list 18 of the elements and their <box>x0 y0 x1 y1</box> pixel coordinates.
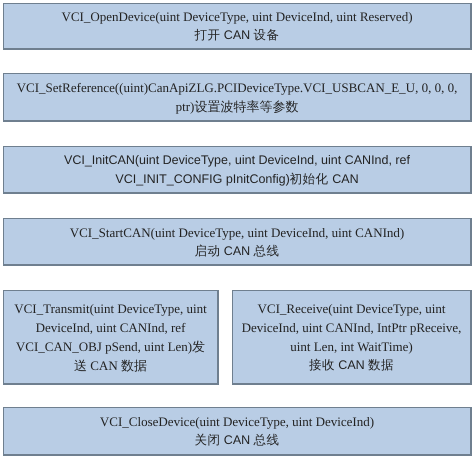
function-signature: VCI_CloseDevice(uint DeviceType, uint DeviceInd) <box>100 413 374 431</box>
function-signature: VCI_Transmit(uint DeviceType, uint DeviceInd, uint CANInd, ref VCI_CAN_OBJ pSend, uint Len)发送 CAN 数据 <box>13 300 208 375</box>
function-signature: VCI_OpenDevice(uint DeviceType, uint DeviceInd, uint Reserved) <box>61 8 413 26</box>
function-box <box>3 218 472 266</box>
function-description: 启动 CAN 总线 <box>194 242 280 260</box>
function-signature: VCI_StartCAN(uint DeviceType, uint DeviceInd, uint CANInd) <box>70 224 404 242</box>
function-box <box>3 73 472 122</box>
function-description: 接收 CAN 数据 <box>308 357 394 374</box>
function-box <box>3 407 472 456</box>
function-box <box>3 3 472 50</box>
function-box <box>3 146 472 194</box>
function-signature: VCI_Receive(uint DeviceType, uint DeviceInd, uint CANInd, IntPtr pReceive, uint Len, int WaitTime) <box>240 300 462 356</box>
function-box <box>232 290 472 385</box>
function-description: 打开 CAN 设备 <box>194 27 280 44</box>
function-signature: VCI_SetReference((uint)CanApiZLG.PCIDeviceType.VCI_USBCAN_E_U, 0, 0, 0, ptr)设置波特率等参数 <box>16 79 458 116</box>
function-description: 关闭 CAN 总线 <box>194 432 280 449</box>
function-box <box>3 290 219 385</box>
function-signature: VCI_InitCAN(uint DeviceType, uint DeviceInd, uint CANInd, ref VCI_INIT_CONFIG pInitConfig)初始化 CAN <box>63 152 411 188</box>
